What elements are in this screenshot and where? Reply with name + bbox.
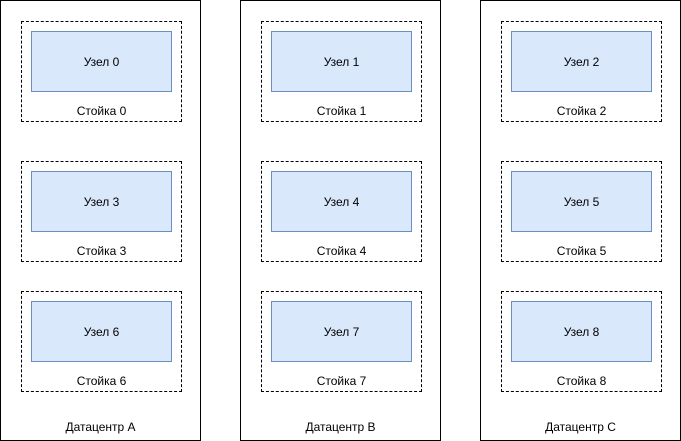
rack-label-8: Стойка 8 — [556, 374, 607, 388]
rack-1: Узел 1 Стойка 1 — [261, 21, 422, 122]
node-3[interactable]: Узел 3 — [31, 171, 172, 232]
datacenter-label-c: Датацентр C — [545, 420, 616, 434]
rack-label-1: Стойка 1 — [316, 104, 367, 118]
rack-7: Узел 7 Стойка 7 — [261, 291, 422, 392]
node-6[interactable]: Узел 6 — [31, 301, 172, 362]
datacenter-a: Узел 0 Стойка 0 Узел 3 Стойка 3 Узел 6 С… — [0, 0, 201, 441]
rack-label-6: Стойка 6 — [76, 374, 127, 388]
rack-5: Узел 5 Стойка 5 — [501, 161, 662, 262]
node-5[interactable]: Узел 5 — [511, 171, 652, 232]
rack-label-4: Стойка 4 — [316, 244, 367, 258]
datacenter-label-a: Датацентр A — [65, 420, 136, 434]
rack-0: Узел 0 Стойка 0 — [21, 21, 182, 122]
datacenter-label-b: Датацентр B — [305, 420, 376, 434]
rack-label-3: Стойка 3 — [76, 244, 127, 258]
node-8[interactable]: Узел 8 — [511, 301, 652, 362]
datacenter-c: Узел 2 Стойка 2 Узел 5 Стойка 5 Узел 8 С… — [480, 0, 681, 441]
datacenter-b: Узел 1 Стойка 1 Узел 4 Стойка 4 Узел 7 С… — [240, 0, 441, 441]
rack-label-2: Стойка 2 — [556, 104, 607, 118]
rack-8: Узел 8 Стойка 8 — [501, 291, 662, 392]
node-1[interactable]: Узел 1 — [271, 31, 412, 92]
node-2[interactable]: Узел 2 — [511, 31, 652, 92]
rack-4: Узел 4 Стойка 4 — [261, 161, 422, 262]
rack-2: Узел 2 Стойка 2 — [501, 21, 662, 122]
rack-label-5: Стойка 5 — [556, 244, 607, 258]
node-7[interactable]: Узел 7 — [271, 301, 412, 362]
rack-label-7: Стойка 7 — [316, 374, 367, 388]
rack-label-0: Стойка 0 — [76, 104, 127, 118]
rack-3: Узел 3 Стойка 3 — [21, 161, 182, 262]
rack-6: Узел 6 Стойка 6 — [21, 291, 182, 392]
node-4[interactable]: Узел 4 — [271, 171, 412, 232]
node-0[interactable]: Узел 0 — [31, 31, 172, 92]
